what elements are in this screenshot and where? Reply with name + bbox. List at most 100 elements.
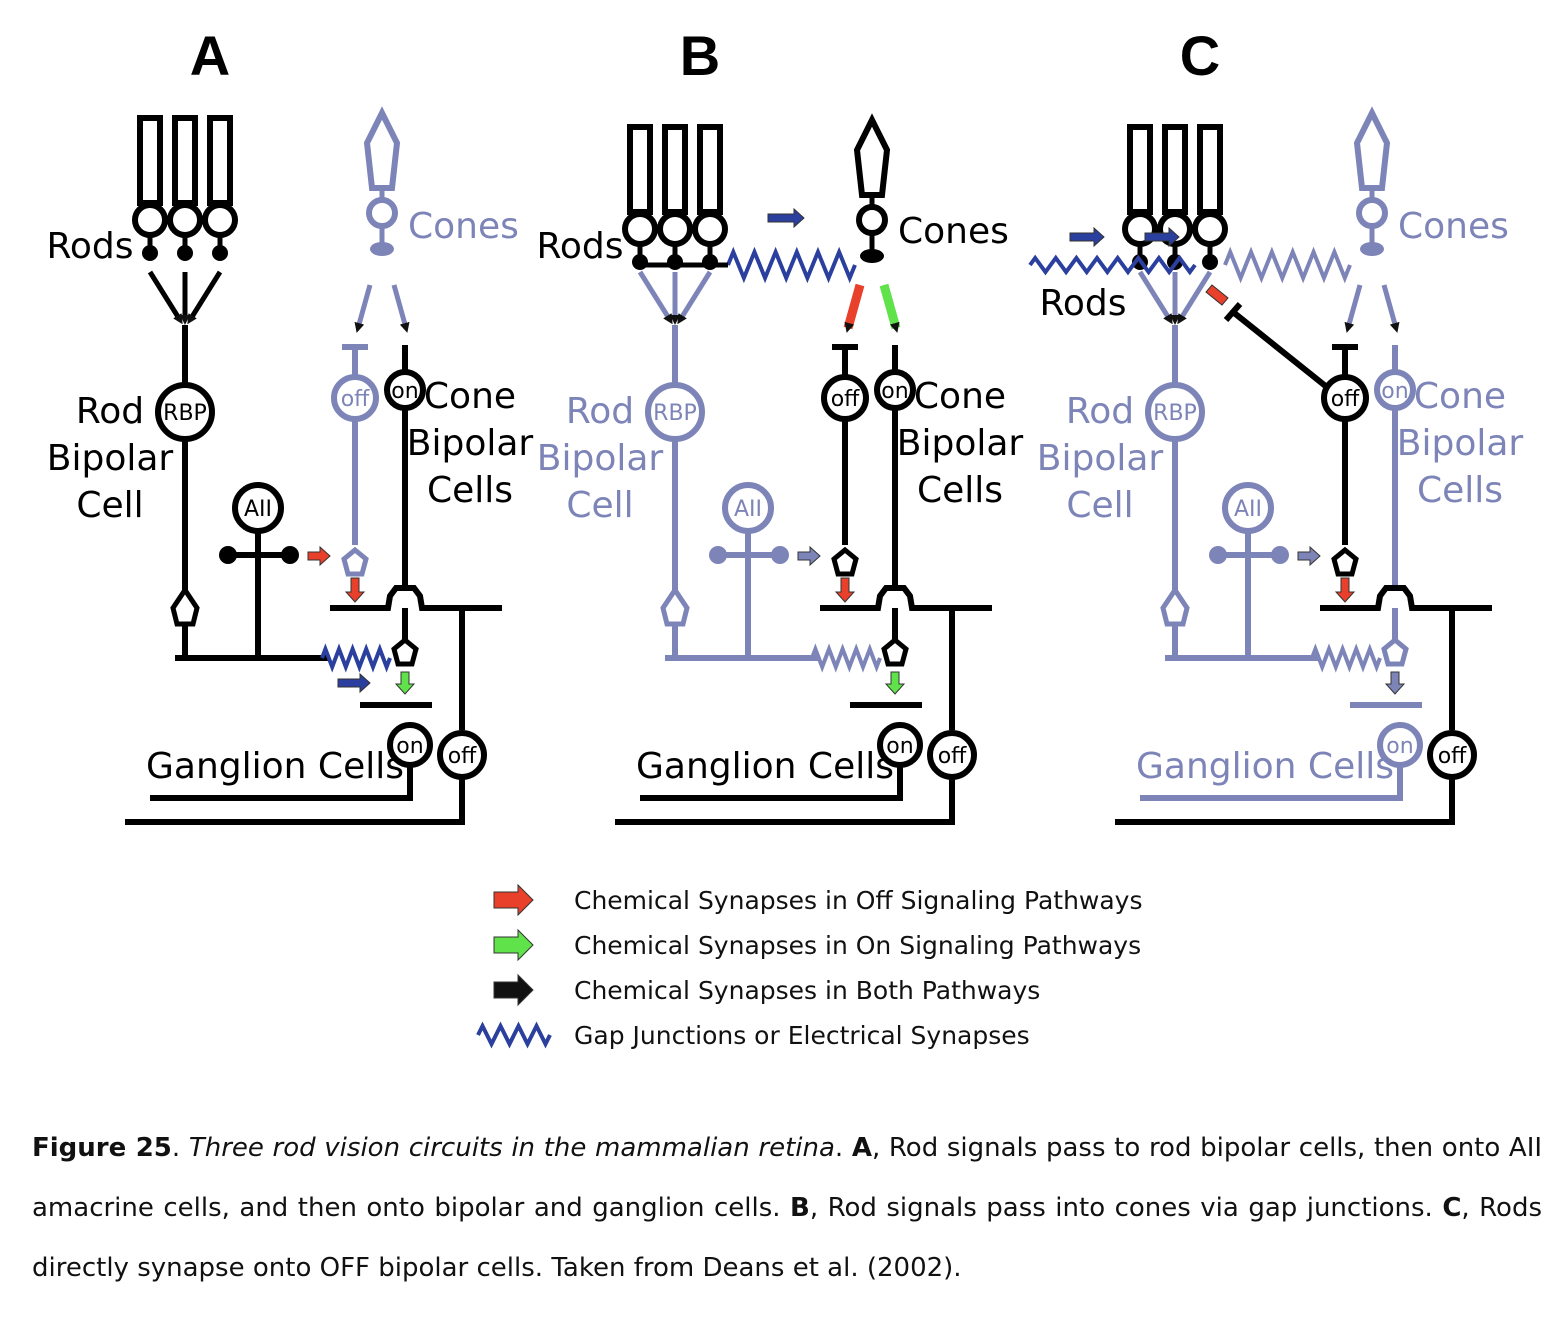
aii-right-knob (1271, 546, 1289, 564)
caption-a-label: A (851, 1133, 872, 1163)
cone-to-bipolar-arrow-1 (354, 284, 373, 333)
rbp-cell-label: RBP (1153, 401, 1197, 426)
rod-2-outer-segment (1162, 124, 1188, 215)
rod-rod-arrow-1 (1069, 226, 1105, 248)
aii-to-off-arrow (797, 545, 821, 567)
off-ganglion-axon (1115, 777, 1455, 825)
off-ganglion-dendrite (1320, 585, 1492, 611)
rod-to-rbp-arrow-3 (677, 270, 713, 325)
cone (853, 113, 891, 263)
cone-bipolar-label-3: Cells (917, 470, 1003, 511)
cone-bipolar-label-3: Cells (1417, 470, 1503, 511)
cone-to-bipolar-arrow-2 (391, 284, 410, 333)
panel-letter-c: C (1180, 24, 1220, 87)
legend-label-2: Chemical Synapses in On Signaling Pathwa… (574, 931, 1141, 960)
off-bipolar-terminal (341, 546, 369, 577)
aii-cell-label: AII (244, 497, 272, 522)
off-bipolar-cell (1321, 374, 1369, 422)
aii-to-off-arrow (307, 545, 331, 567)
off-bipolar-cell-label: off (831, 387, 860, 412)
rod-off-red-synapse (1205, 284, 1229, 306)
rod-rod-arrow-2 (1144, 226, 1180, 248)
rod-2 (657, 124, 693, 270)
off-ganglion-axon (125, 777, 465, 825)
legend-label-4: Gap Junctions or Electrical Synapses (574, 1021, 1030, 1050)
off-ganglion-cell-label: off (938, 744, 967, 769)
legend-arrow-2 (493, 928, 534, 962)
rod-2-terminal (177, 245, 193, 261)
caption-title: Three rod vision circuits in the mammali… (188, 1133, 835, 1163)
rod-3-outer-segment (1197, 124, 1223, 215)
rod-to-off-bipolar-line (1231, 309, 1330, 391)
aii-to-off-arrow (1297, 545, 1321, 567)
legend: Chemical Synapses in Off Signaling Pathw… (476, 883, 1143, 1050)
rod-2-soma (167, 202, 203, 238)
cone-soma (366, 197, 398, 229)
rod-2-outer-segment (662, 124, 688, 215)
on-bipolar-cell-label: on (1381, 379, 1408, 404)
off-ganglion-axon (615, 777, 955, 825)
rod-to-rbp-arrow-3 (187, 270, 223, 325)
rod-1-terminal (142, 245, 158, 261)
off-bipolar-cell (331, 374, 379, 422)
cone-to-bipolar-arrow-2 (879, 283, 901, 333)
cone-pedicle (860, 249, 884, 263)
cone-bipolar-label-2: Bipolar (897, 423, 1024, 464)
rods-label: Rods (1039, 283, 1126, 324)
rbp-cell (645, 382, 705, 442)
off-ganglion-cell-label: off (448, 744, 477, 769)
aii-on-gap-junction (810, 643, 882, 673)
rod-cone-signal-arrow (767, 207, 805, 229)
aii-left-knob (1209, 546, 1227, 564)
off-terminal-arrow (344, 577, 366, 603)
rbp-cell-label: RBP (653, 401, 697, 426)
rod-2-outer-segment (172, 115, 198, 206)
rod-3-outer-segment (697, 124, 723, 215)
on-ganglion-cell-label: on (1386, 734, 1413, 759)
rod-bipolar-label-3: Cell (566, 485, 633, 526)
rod-bipolar-label-1: Rod (566, 391, 634, 432)
cone-soma (856, 204, 888, 236)
aii-on-gap-junction (320, 643, 392, 673)
off-bipolar-cell (821, 374, 869, 422)
on-bipolar-terminal (1381, 636, 1409, 667)
legend-arrow-3 (493, 973, 534, 1007)
aii-cell-label: AII (734, 497, 762, 522)
off-bipolar-cell-label: off (1331, 387, 1360, 412)
off-terminal-arrow (1334, 577, 1356, 603)
rod-3 (692, 124, 728, 270)
rod-3-soma (692, 211, 728, 247)
rod-1-terminal (632, 254, 648, 270)
rbp-terminal (660, 585, 690, 627)
aii-cell (1222, 482, 1274, 534)
cones-label: Cones (898, 211, 1009, 252)
rod-bipolar-label-3: Cell (1066, 485, 1133, 526)
cone-bipolar-label-1: Cone (914, 376, 1006, 417)
rod-bipolar-label-1: Rod (1066, 391, 1134, 432)
on-ganglion-axon (640, 765, 903, 801)
cone (363, 106, 401, 256)
cone-outer-segment (853, 113, 891, 198)
cones-label: Cones (1398, 206, 1509, 247)
rod-to-off-bipolar-cap (1223, 302, 1243, 322)
cone-outer-segment (1353, 106, 1391, 191)
rod-3-soma (202, 202, 238, 238)
rod-1-outer-segment (627, 124, 653, 215)
rod-to-rbp-arrow-3 (1177, 270, 1213, 325)
on-ganglion-cell-label: on (396, 734, 423, 759)
rod-1 (622, 124, 658, 270)
on-terminal-arrow (394, 671, 416, 695)
aii-cell-label: AII (1234, 497, 1262, 522)
off-ganglion-cell-label: off (1438, 744, 1467, 769)
cone-outer-segment (363, 106, 401, 191)
rod-2 (167, 115, 203, 261)
cones-label: Cones (408, 206, 519, 247)
on-bipolar-terminal (391, 636, 419, 667)
cone-to-bipolar-arrow-2 (1381, 284, 1400, 333)
rod-cone-gap-junction (726, 246, 857, 284)
on-ganglion-axon (150, 765, 413, 801)
on-terminal-arrow (884, 671, 906, 695)
